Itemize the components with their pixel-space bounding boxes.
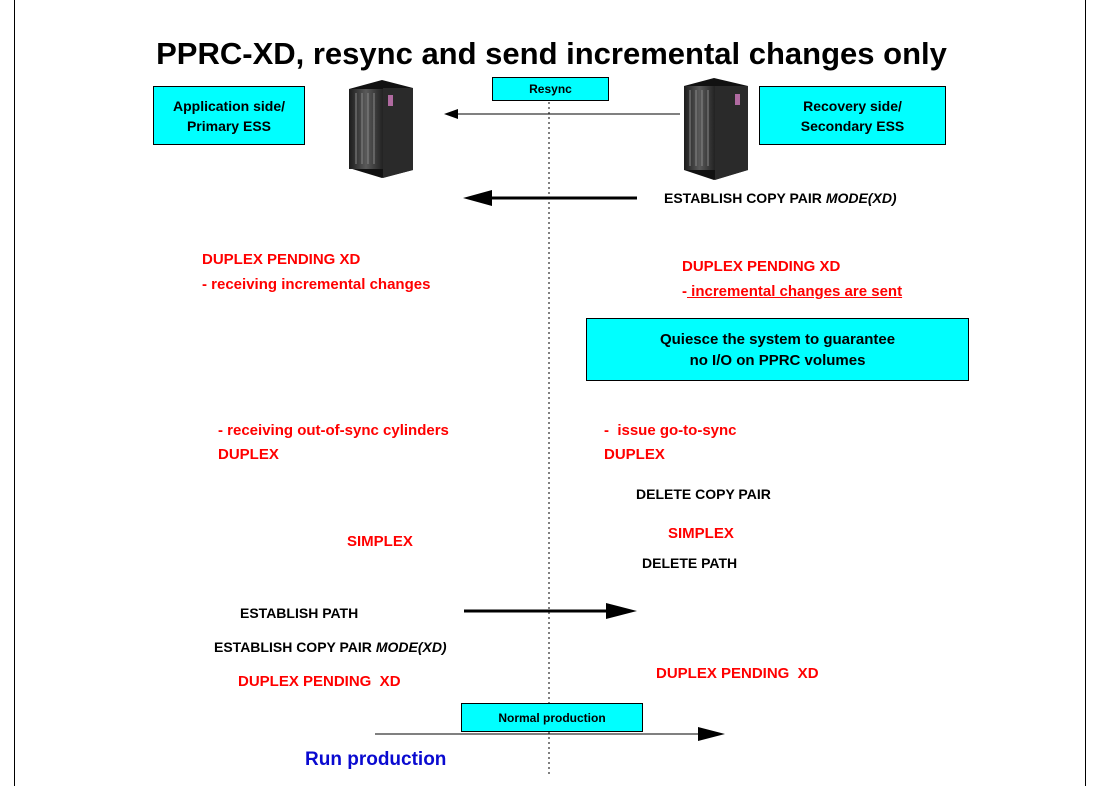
resync-label: Resync: [529, 82, 572, 96]
normal-production-box: Normal production: [461, 703, 643, 732]
left-out-of-sync-line2: DUPLEX: [218, 446, 279, 463]
establish-copy-pair-prefix-2: ESTABLISH COPY PAIR: [214, 639, 376, 655]
right-duplex-pending-line2: - incremental changes are sent: [682, 279, 902, 304]
establish-path-arrow-icon: [464, 603, 637, 619]
simplex-right-label: SIMPLEX: [668, 525, 734, 542]
primary-box-line2: Primary ESS: [186, 117, 272, 134]
quiesce-line2: no I/O on PPRC volumes: [689, 351, 866, 369]
slide-frame: [14, 0, 1086, 786]
normal-production-label: Normal production: [498, 710, 606, 725]
establish-copy-pair-label-1: ESTABLISH COPY PAIR MODE(XD): [664, 190, 897, 206]
establish-copy-pair-prefix-1: ESTABLISH COPY PAIR: [664, 190, 826, 206]
run-production-label: Run production: [305, 749, 447, 770]
delete-copy-pair-label: DELETE COPY PAIR: [636, 486, 771, 502]
right-go-to-sync-line2: DUPLEX: [604, 446, 665, 463]
quiesce-box: Quiesce the system to guarantee no I/O o…: [586, 318, 969, 381]
right-duplex-pending-rest: incremental changes are sent: [687, 283, 903, 300]
establish-copy-pair-mode-1: MODE(XD): [825, 190, 897, 206]
primary-ess-box: Application side/ Primary ESS: [153, 86, 305, 145]
right-go-to-sync-line1: - issue go-to-sync: [604, 422, 737, 439]
simplex-left-label: SIMPLEX: [347, 533, 413, 550]
right-duplex-pending-line1: DUPLEX PENDING XD: [682, 258, 841, 275]
secondary-server-icon: [684, 78, 748, 180]
left-out-of-sync-line1: - receiving out-of-sync cylinders: [218, 422, 449, 439]
right-duplex-pending-dash: -: [682, 283, 687, 300]
establish-copy-pair-arrow-icon: [463, 190, 637, 206]
secondary-box-line1: Recovery side/: [803, 97, 902, 114]
left-duplex-pending-line1: DUPLEX PENDING XD: [202, 251, 361, 268]
secondary-box-line2: Secondary ESS: [800, 117, 905, 134]
primary-server-icon: [349, 80, 413, 178]
secondary-ess-box: Recovery side/ Secondary ESS: [759, 86, 946, 145]
left-out-of-sync: - receiving out-of-sync cylinders DUPLEX: [218, 419, 449, 467]
right-duplex-pending: DUPLEX PENDING XD - incremental changes …: [682, 254, 902, 304]
quiesce-line1: Quiesce the system to guarantee: [659, 330, 896, 348]
establish-copy-pair-mode-2: MODE(XD): [375, 639, 447, 655]
left-duplex-pending-line2: - receiving incremental changes: [202, 276, 431, 293]
primary-box-line1: Application side/: [172, 97, 285, 114]
page-title: PPRC-XD, resync and send incremental cha…: [156, 36, 947, 71]
right-go-to-sync: - issue go-to-sync DUPLEX: [604, 419, 737, 467]
duplex-pending-final-left: DUPLEX PENDING XD: [238, 673, 401, 690]
delete-path-label: DELETE PATH: [642, 555, 738, 571]
duplex-pending-final-right: DUPLEX PENDING XD: [656, 665, 819, 682]
resync-box: Resync: [492, 77, 609, 101]
resync-arrow-icon: [444, 109, 680, 119]
normal-production-arrow-icon: [375, 727, 725, 741]
establish-copy-pair-label-2: ESTABLISH COPY PAIR MODE(XD): [214, 639, 447, 655]
establish-path-label: ESTABLISH PATH: [240, 605, 359, 621]
left-duplex-pending: DUPLEX PENDING XD - receiving incrementa…: [202, 247, 430, 297]
